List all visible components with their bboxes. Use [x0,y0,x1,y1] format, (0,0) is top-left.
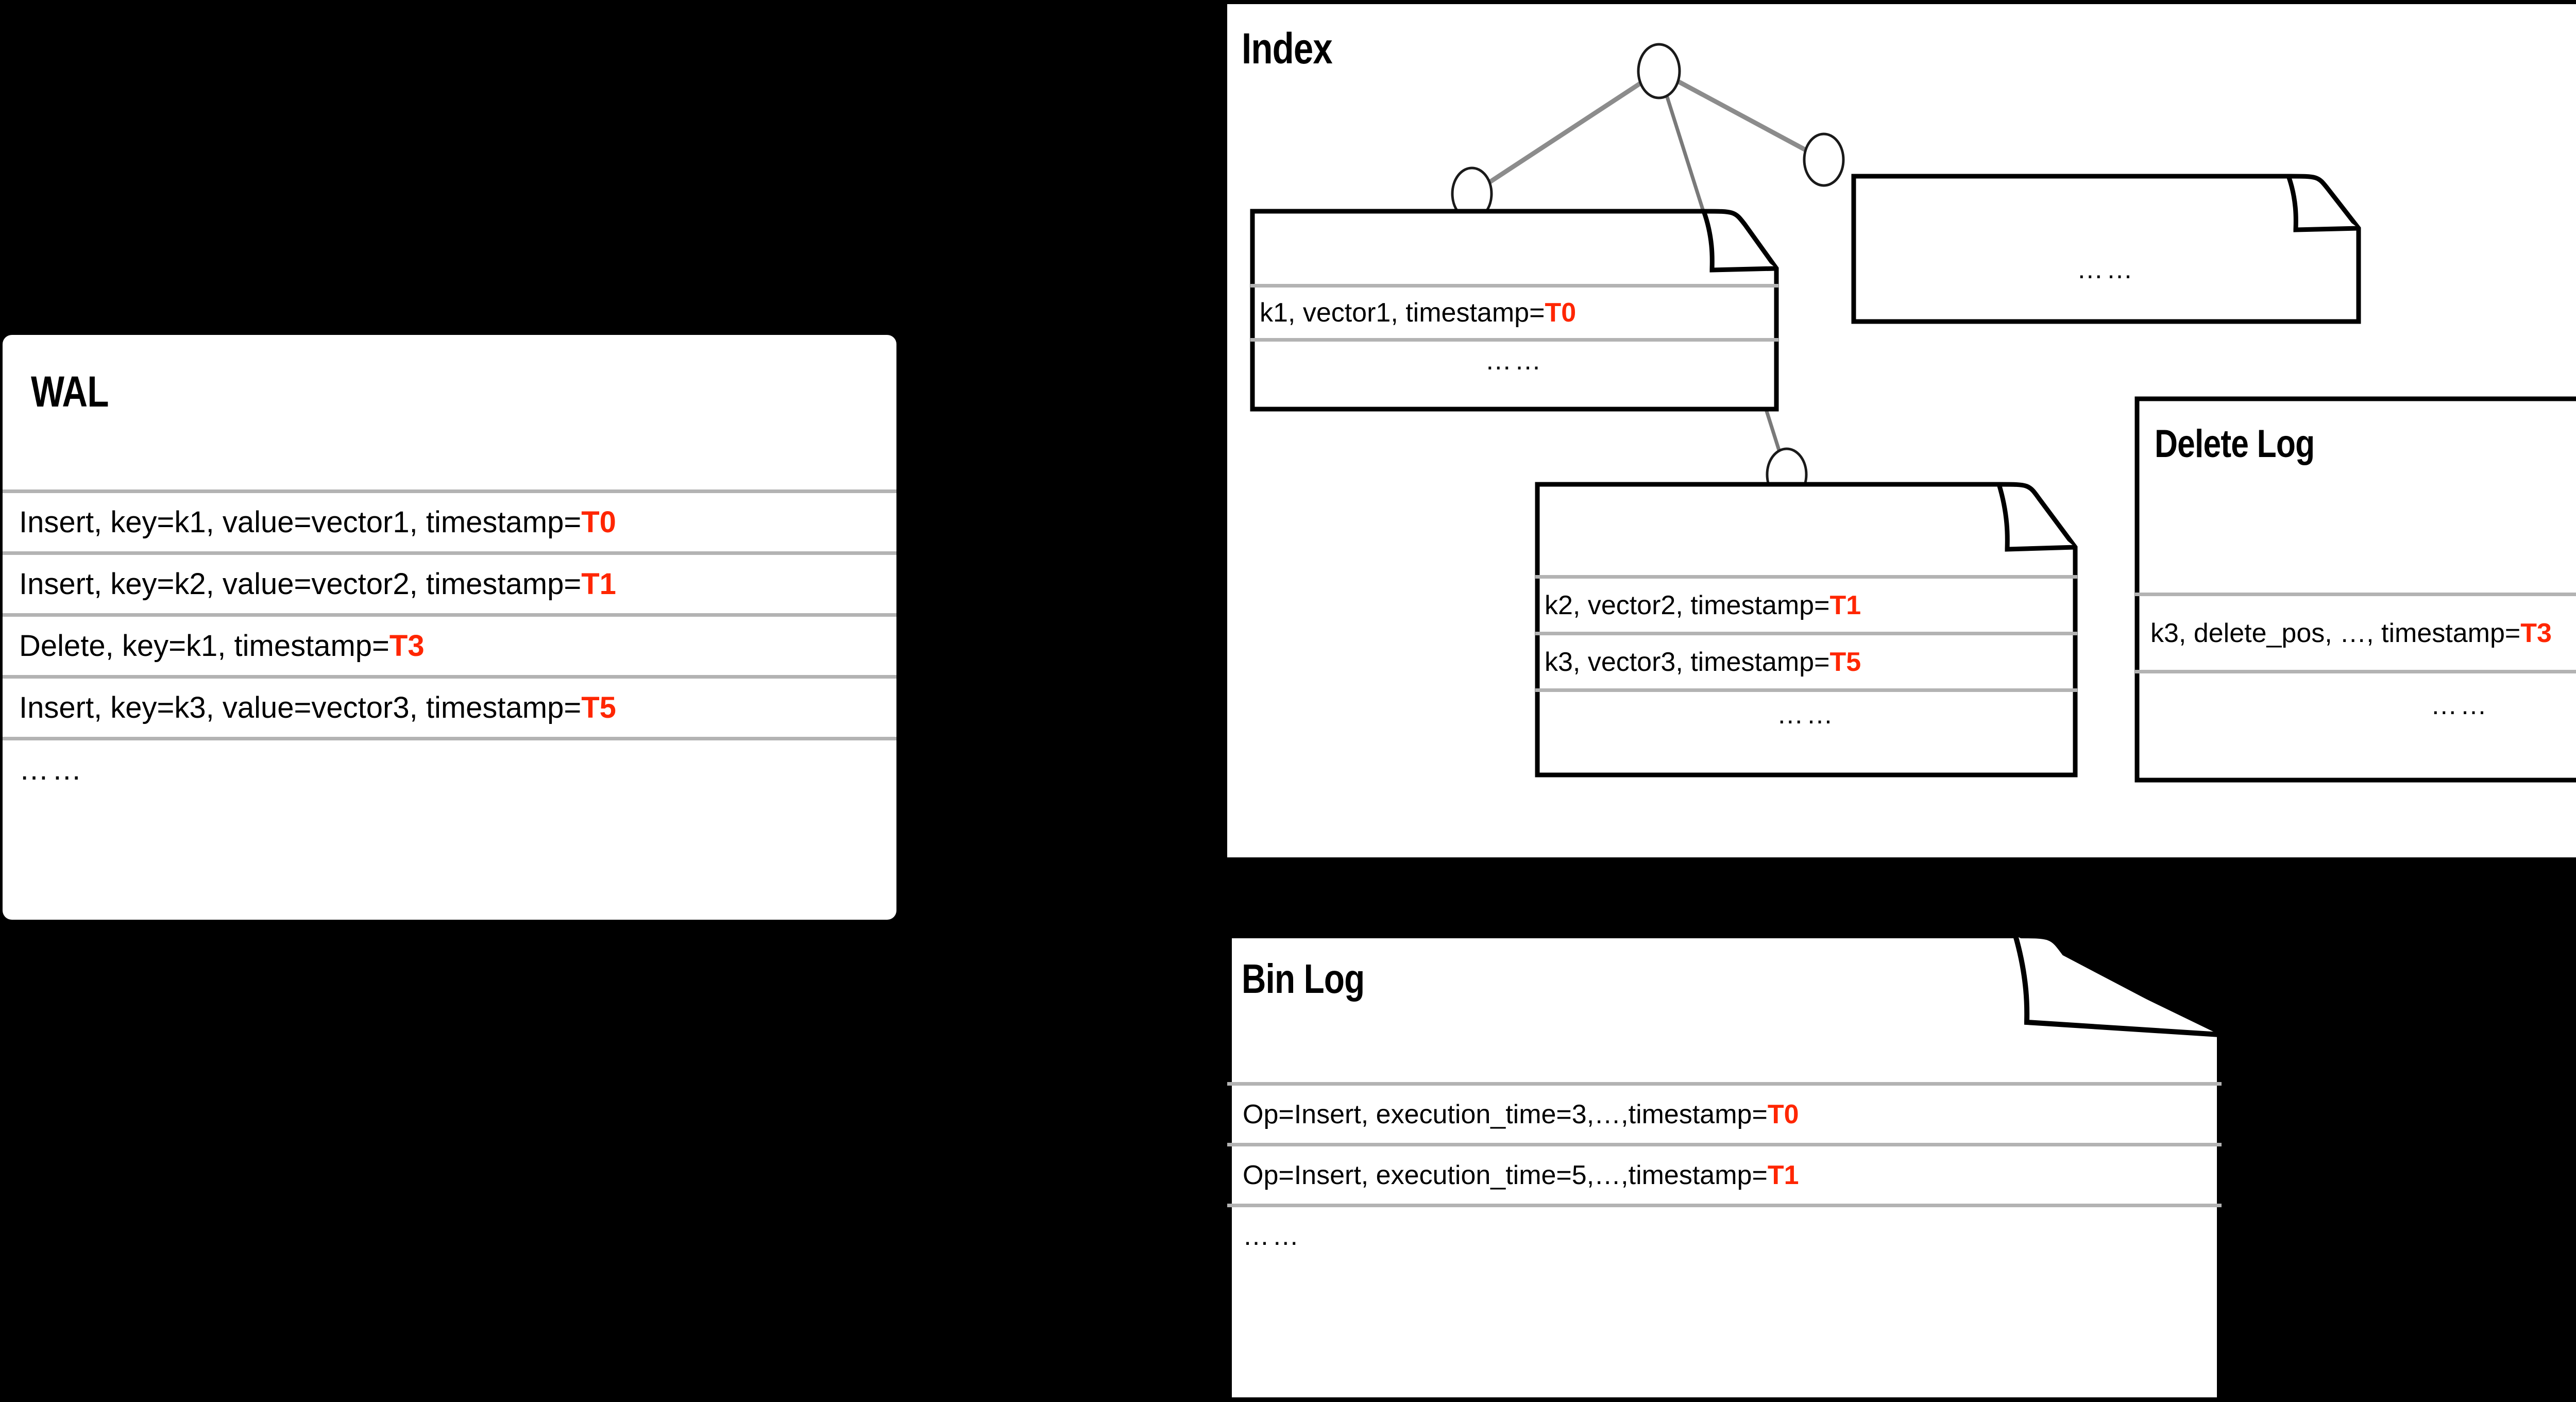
delete-log-title: Delete Log [2155,422,2315,466]
bin-log-text: Op=Insert, execution_time=5,…,timestamp= [1243,1160,1768,1190]
index-leaf-right-sheet: …… [1851,174,2361,324]
wal-title: WAL [31,367,109,416]
delete-log-sheet: Delete Log k3, delete_pos, …, timestamp=… [2134,396,2576,783]
index-leaf-row: k1, vector1, timestamp=T0 [1250,284,1778,338]
index-leaf-row: …… [1852,249,2361,290]
wal-panel: WAL Insert, key=k1, value=vector1, times… [3,335,896,920]
wal-entry-row: Delete, key=k1, timestamp=T3 [3,613,896,675]
wal-entry-timestamp: T0 [581,505,616,539]
index-panel: Index k1, vector1, timestamp=T0 …… [1227,4,2576,857]
wal-entry-timestamp: T5 [581,691,616,724]
wal-entry-text: Insert, key=k2, value=vector2, timestamp… [19,567,582,601]
bin-log-row: …… [1227,1204,2222,1264]
wal-entry-text: Insert, key=k1, value=vector1, timestamp… [19,505,582,539]
index-leaf-timestamp: T0 [1545,298,1577,328]
index-leaf-text: k3, vector3, timestamp= [1545,647,1830,677]
index-leaf-row: k3, vector3, timestamp=T5 [1535,632,2077,688]
delete-log-timestamp: T3 [2520,618,2552,648]
wal-entry-timestamp: T1 [581,567,616,601]
tree-node-right [1803,132,1845,187]
sheet-outline-icon [1227,933,2222,1402]
wal-entry-row: …… [3,737,896,799]
index-leaf-k2k3-sheet: k2, vector2, timestamp=T1 k3, vector3, t… [1535,482,2078,778]
bin-log-title: Bin Log [1242,956,1365,1002]
bin-log-row: Op=Insert, execution_time=5,…,timestamp=… [1227,1143,2222,1204]
delete-log-row: k3, delete_pos, …, timestamp=T3 [2135,593,2576,670]
delete-log-ellipsis: …… [2430,690,2490,720]
wal-entry-timestamp: T3 [389,629,425,663]
index-title: Index [1242,24,1333,73]
bin-log-timestamp: T1 [1767,1160,1799,1190]
bin-log-row: Op=Insert, execution_time=3,…,timestamp=… [1227,1082,2222,1143]
sheet-outline-icon [1535,482,2078,778]
sheet-outline-icon [2134,396,2576,783]
index-leaf-k1-sheet: k1, vector1, timestamp=T0 …… [1250,209,1779,412]
wal-entry-row: Insert, key=k2, value=vector2, timestamp… [3,551,896,613]
index-leaf-text: k2, vector2, timestamp= [1545,590,1830,620]
wal-entry-text: Insert, key=k3, value=vector3, timestamp… [19,691,582,724]
bin-log-sheet: Bin Log Op=Insert, execution_time=3,…,ti… [1227,933,2222,1402]
index-leaf-ellipsis: …… [1776,700,1836,730]
delete-log-text: k3, delete_pos, …, timestamp= [2150,618,2521,648]
delete-log-row: …… [2135,670,2576,737]
index-leaf-row: …… [1250,338,1778,379]
bin-log-timestamp: T0 [1767,1099,1799,1129]
index-leaf-timestamp: T5 [1829,647,1861,677]
wal-entry-ellipsis: …… [19,753,85,786]
tree-node-root [1637,43,1681,99]
wal-entry-row: Insert, key=k1, value=vector1, timestamp… [3,489,896,551]
tree-edge-root-left [1470,69,1660,196]
wal-entry-text: Delete, key=k1, timestamp= [19,629,389,663]
wal-entry-row: Insert, key=k3, value=vector3, timestamp… [3,675,896,737]
index-leaf-ellipsis: …… [2076,255,2136,284]
tree-edge-root-right [1657,69,1825,162]
index-leaf-ellipsis: …… [1485,345,1544,376]
sheet-outline-icon [1250,209,1779,412]
bin-log-ellipsis: …… [1243,1221,1302,1251]
index-leaf-row: k2, vector2, timestamp=T1 [1535,575,2077,632]
sheet-outline-icon [1851,174,2361,324]
index-leaf-text: k1, vector1, timestamp= [1260,298,1545,328]
index-leaf-timestamp: T1 [1829,590,1861,620]
index-leaf-row: …… [1535,688,2077,737]
bin-log-text: Op=Insert, execution_time=3,…,timestamp= [1243,1099,1768,1129]
